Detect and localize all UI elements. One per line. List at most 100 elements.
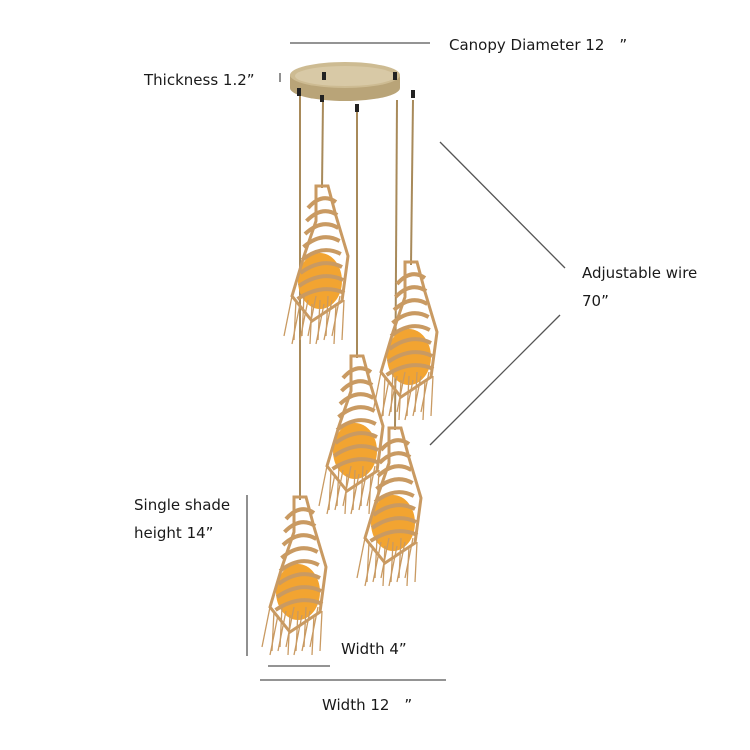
rattan-weave (389, 324, 431, 338)
rattan-shade (318, 354, 385, 515)
fringe (326, 473, 336, 515)
rattan-weave (277, 572, 321, 586)
rattan-weave (302, 235, 341, 249)
fringe (396, 371, 406, 413)
rattan-weave (299, 261, 343, 275)
fringe (315, 303, 325, 345)
rattan-weave (284, 507, 316, 521)
rattan-weave (296, 287, 346, 301)
fringe (388, 375, 398, 417)
fringe (414, 541, 418, 583)
rattan-shade (356, 426, 423, 587)
fringe (404, 537, 414, 579)
wire-length-line-lower (429, 314, 561, 446)
fringe (269, 614, 279, 656)
fringe (277, 610, 287, 652)
wire (321, 99, 324, 189)
rattan-weave (281, 533, 318, 547)
fringe (299, 299, 309, 341)
fringe (293, 614, 303, 656)
rattan-weave (395, 272, 427, 286)
rattan-weave (372, 503, 416, 517)
rattan-weave (297, 274, 345, 288)
rattan-weave (280, 546, 319, 560)
fringe (261, 606, 271, 648)
fringe (404, 379, 414, 421)
fringe (364, 545, 374, 587)
shade-width-label: Width 4” (341, 640, 407, 658)
dimension-lines (246, 42, 566, 681)
fringe (372, 541, 382, 583)
rattan-weave (370, 516, 418, 530)
fringe (285, 606, 295, 648)
rattan-shade (283, 184, 350, 345)
wire (410, 99, 414, 266)
rattan-weave (375, 477, 414, 491)
rattan-weave (385, 363, 435, 377)
fringe (356, 537, 366, 579)
rattan-shade (372, 260, 439, 421)
rattan-weave (378, 451, 412, 465)
rattan-weave (278, 559, 320, 573)
rattan-weave (274, 598, 324, 612)
adjustable-wire-label: Adjustable wire (582, 264, 698, 282)
fringe (412, 375, 422, 417)
shade-height-value: height 14” (134, 524, 214, 542)
rattan-weave (335, 418, 377, 432)
fringe (430, 375, 434, 417)
rattan-weave (340, 379, 374, 393)
rattan-shade (261, 495, 328, 656)
rattan-weave (306, 196, 338, 210)
rattan-weave (275, 585, 323, 599)
rattan-weave (300, 248, 342, 262)
fringe (342, 465, 352, 507)
rattan-weave (305, 209, 339, 223)
fringe (323, 299, 333, 341)
total-width-label: Width 12 ” (322, 696, 413, 714)
fringe (380, 379, 390, 421)
rattan-weave (337, 405, 376, 419)
fringe (366, 465, 376, 507)
rattan-weave (373, 490, 415, 504)
fringe (283, 295, 293, 337)
rattan-weave (283, 520, 317, 534)
rattan-weave (303, 222, 340, 236)
rattan-weave (341, 366, 373, 380)
fringe (341, 299, 345, 341)
fringe (334, 469, 344, 511)
fringe (307, 295, 317, 337)
fringe (350, 473, 360, 515)
canopy-diameter-label: Canopy Diameter 12 ” (449, 36, 628, 54)
fringe (309, 606, 319, 648)
rattan-weave (379, 438, 411, 452)
fringe (358, 469, 368, 511)
rattan-weave (369, 529, 419, 543)
fringe (319, 610, 323, 652)
adjustable-wire-value: 70” (582, 292, 609, 310)
rattan-weave (334, 431, 378, 445)
wire-length-line-upper (439, 141, 566, 269)
shade-height-label: Single shade (134, 496, 231, 514)
rattan-weave (392, 298, 429, 312)
fringe (396, 541, 406, 583)
rattan-weave (386, 350, 434, 364)
thickness-label: Thickness 1.2” (144, 71, 255, 89)
rattan-weave (338, 392, 375, 406)
rattan-weave (331, 457, 381, 471)
fringe (291, 303, 301, 345)
rattan-weave (394, 285, 428, 299)
rattan-weave (388, 337, 432, 351)
fringe (331, 295, 341, 337)
rattan-weave (391, 311, 430, 325)
fringe (372, 371, 382, 413)
fringe (420, 371, 430, 413)
fringe (301, 610, 311, 652)
rattan-weave (376, 464, 413, 478)
fringe (388, 545, 398, 587)
canopy (290, 62, 415, 112)
fringe (380, 537, 390, 579)
fringe (318, 465, 328, 507)
rattan-weave (332, 444, 380, 458)
